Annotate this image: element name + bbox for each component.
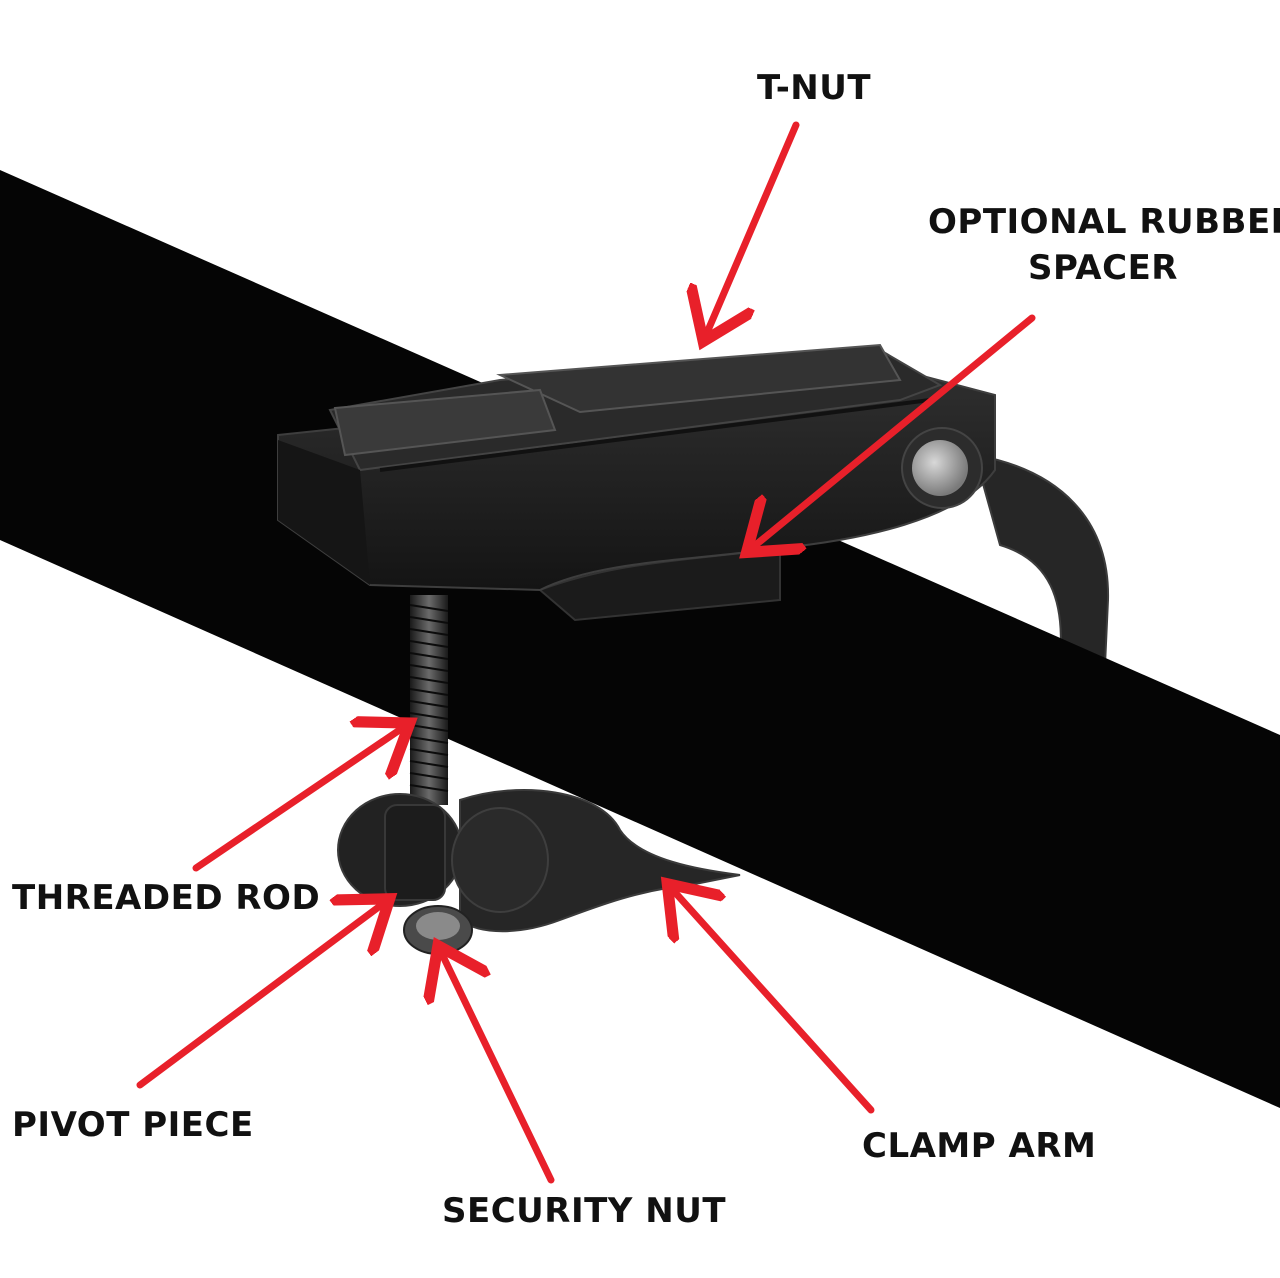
arrow-t-nut	[706, 121, 800, 335]
pivot-piece-shape	[337, 793, 549, 913]
arrow-threaded-rod	[192, 727, 404, 872]
crossbar	[0, 170, 1280, 1108]
label-spacer-line1: OPTIONAL RUBBER	[928, 202, 1280, 242]
label-spacer-line2: SPACER	[1028, 247, 1178, 288]
label-optional-rubber-spacer: OPTIONAL RUBBER SPACER	[928, 200, 1280, 292]
arrow-clamp-arm	[672, 889, 875, 1114]
label-threaded-rod: THREADED ROD	[12, 878, 321, 918]
pivot-pin	[901, 427, 983, 509]
label-security-nut: SECURITY NUT	[442, 1191, 727, 1231]
arrow-spacer	[752, 314, 1036, 548]
label-pivot-piece: PIVOT PIECE	[12, 1105, 254, 1145]
arrow-security-nut	[441, 952, 555, 1184]
threaded-rod-shape	[409, 595, 449, 805]
label-clamp-arm: CLAMP ARM	[862, 1126, 1097, 1166]
arrows	[136, 121, 1036, 1184]
label-t-nut: T-NUT	[757, 68, 872, 108]
security-nut-shape	[403, 905, 473, 955]
clamp-body-top	[277, 343, 996, 622]
arrow-pivot-piece	[136, 903, 384, 1089]
clamp-arm-back	[973, 453, 1110, 667]
